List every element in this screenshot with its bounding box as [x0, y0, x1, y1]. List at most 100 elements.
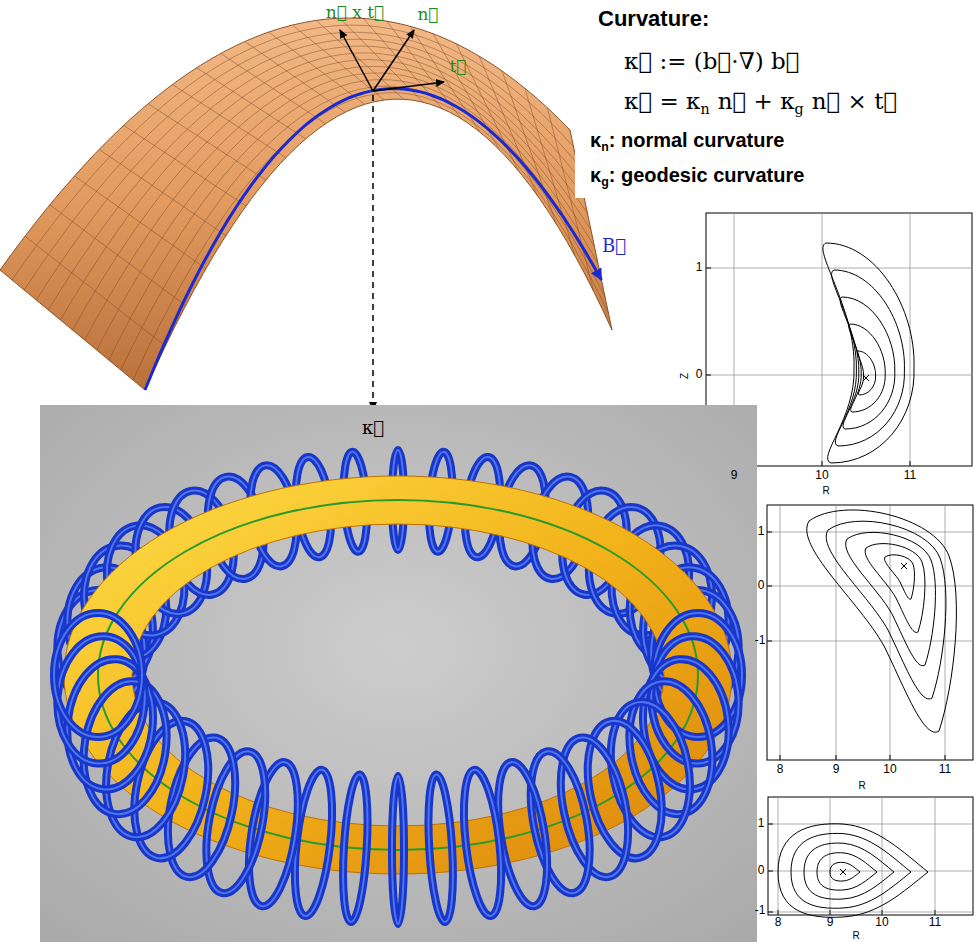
text-panel — [575, 0, 976, 198]
coil — [54, 634, 149, 766]
vector-label: n⃗ — [417, 5, 438, 24]
tick-label: 11 — [929, 916, 941, 929]
grid-line — [706, 375, 972, 376]
formula-text: n⃗ × t⃗ — [812, 88, 898, 116]
grid-line — [768, 871, 973, 872]
coil-highlight — [550, 731, 640, 883]
tick-label: 1 — [758, 817, 765, 830]
surface-grid — [479, 56, 537, 195]
tick — [935, 910, 936, 915]
coil — [520, 746, 599, 898]
coil-body — [54, 634, 149, 766]
flux-surface — [823, 243, 914, 463]
formula-line: κg: geodesic curvature — [590, 163, 804, 190]
coil — [340, 774, 372, 923]
surface-grid — [48, 46, 584, 310]
plot — [768, 797, 973, 917]
coil-body — [240, 759, 306, 910]
vector-arrow — [373, 30, 414, 91]
tick — [890, 755, 891, 760]
tick — [945, 755, 946, 760]
plot-frame — [767, 505, 973, 760]
tick — [768, 824, 773, 825]
tick-label: 10 — [875, 916, 888, 929]
surface-grid — [525, 88, 575, 255]
grid-line — [882, 797, 883, 915]
grid-line — [778, 797, 779, 915]
coil — [392, 776, 404, 924]
axis-marker — [840, 869, 846, 875]
tick — [767, 532, 772, 533]
grid-line — [836, 505, 837, 760]
coil-highlight — [458, 768, 508, 918]
coil — [54, 613, 142, 737]
formula-text: κ⃗ = κ — [624, 88, 700, 116]
vector-label: t⃗ — [449, 57, 466, 76]
coil — [550, 731, 640, 883]
grid-line — [910, 213, 911, 466]
tick-label: 0 — [758, 864, 765, 877]
flux-surface — [857, 351, 875, 395]
plot-frame — [768, 797, 973, 915]
tick-label: 1 — [758, 525, 765, 538]
coil-body — [340, 774, 372, 923]
grid-line — [706, 268, 972, 269]
coil-highlight — [392, 776, 404, 924]
formula-line: Curvature: — [598, 6, 709, 32]
tick — [882, 910, 883, 915]
grid-line — [767, 586, 973, 587]
subscript: n — [601, 140, 609, 155]
formula-text: κ — [590, 163, 601, 187]
vector-arrow — [373, 82, 444, 91]
surface-grid — [502, 71, 556, 224]
surface-grid — [172, 85, 286, 158]
subscript: g — [601, 175, 609, 190]
axis-label: R — [822, 485, 829, 496]
flux-surface — [807, 510, 957, 732]
surface-grid — [197, 68, 306, 139]
vector-label: B⃗ — [602, 236, 626, 256]
tick — [767, 586, 772, 587]
grid-line — [935, 797, 936, 915]
surface-grid — [133, 93, 609, 380]
surface-grid — [24, 32, 577, 290]
curvature-arrow — [372, 95, 374, 410]
flux-surface — [832, 270, 905, 446]
surface-grid — [433, 34, 499, 150]
surface-grid — [25, 236, 165, 346]
flux-surface — [840, 297, 895, 429]
coil-highlight — [340, 774, 372, 923]
tick — [836, 755, 837, 760]
coil — [458, 768, 508, 918]
coil-body — [620, 675, 721, 820]
coil — [620, 675, 721, 820]
tick-label: 10 — [815, 469, 828, 482]
surface-grid — [221, 53, 326, 123]
coil-body — [550, 731, 640, 883]
surface-grid — [60, 53, 587, 320]
formula-line: κ⃗ = κnn⃗ + κgn⃗ × t⃗ — [624, 88, 897, 118]
surface-grid — [75, 176, 206, 269]
coil-body — [520, 746, 599, 898]
stellarator-render — [40, 405, 757, 942]
tick-label: 0 — [696, 368, 703, 381]
surface-grid — [50, 205, 186, 306]
flux-surface — [804, 843, 894, 899]
tick-label: 9 — [731, 469, 738, 482]
subscript: n — [700, 101, 709, 118]
surface-grid — [293, 25, 385, 100]
grid-line — [780, 505, 781, 760]
tick — [706, 375, 711, 376]
tick-label: 10 — [883, 763, 896, 776]
formula-text: : normal curvature — [609, 128, 785, 152]
coil — [425, 774, 457, 923]
surface-grid — [73, 60, 592, 330]
tick-label: 8 — [775, 916, 782, 929]
coil-highlight — [54, 613, 142, 737]
tick-label: 9 — [833, 763, 840, 776]
grid-line — [767, 641, 973, 642]
curved-surface — [0, 18, 612, 410]
axis-label: R — [858, 780, 865, 791]
